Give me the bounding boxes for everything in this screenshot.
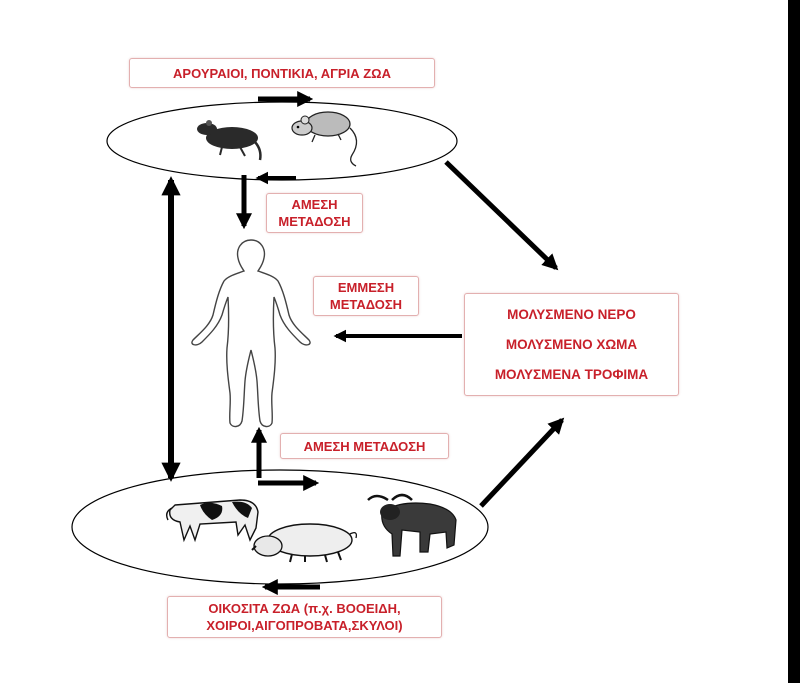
cow-icon — [165, 499, 259, 543]
direct-top-line2: ΜΕΤΑΔΟΣΗ — [278, 214, 351, 229]
direct-transmission-bottom-label: ΑΜΕΣΗ ΜΕΤΑΔΟΣΗ — [280, 433, 449, 459]
wild-to-environment-arrow — [444, 160, 559, 271]
direct-top-line1: ΑΜΕΣΗ — [291, 197, 338, 212]
wild-animals-label: ΑΡΟΥΡΑΙΟΙ, ΠΟΝΤΙΚΙΑ, ΑΓΡΙΑ ΖΩΑ — [129, 58, 435, 88]
indirect-line1: ΕΜΜΕΣΗ — [337, 280, 395, 295]
domestic-animals-label: ΟΙΚΟΣΙΤΑ ΖΩΑ (π.χ. ΒΟΟΕΙΔΗ, ΧΟΙΡΟΙ,ΑΙΓΟΠ… — [167, 596, 442, 638]
contaminated-environment-label: ΜΟΛΥΣΜΕΝΟ ΝΕΡΟ ΜΟΛΥΣΜΕΝΟ ΧΩΜΑ ΜΟΛΥΣΜΕΝΑ … — [464, 293, 679, 396]
wild-animals-ellipse — [106, 101, 458, 181]
mouse-icon — [291, 111, 358, 167]
buffalo-icon — [367, 493, 457, 557]
domestic-line2: ΧΟΙΡΟΙ,ΑΙΓΟΠΡΟΒΑΤΑ,ΣΚΥΛΟΙ) — [206, 618, 403, 633]
pig-icon — [251, 523, 358, 563]
indirect-line2: ΜΕΤΑΔΟΣΗ — [329, 297, 403, 312]
domestic-animals-ellipse — [71, 469, 489, 585]
right-edge-strip — [788, 0, 800, 683]
contaminated-food: ΜΟΛΥΣΜΕΝΑ ΤΡΟΦΙΜΑ — [494, 366, 649, 382]
domestic-line1: ΟΙΚΟΣΙΤΑ ΖΩΑ (π.χ. ΒΟΟΕΙΔΗ, — [208, 601, 401, 616]
direct-bottom-text: ΑΜΕΣΗ ΜΕΤΑΔΟΣΗ — [303, 438, 426, 454]
direct-transmission-top-label: ΑΜΕΣΗ ΜΕΤΑΔΟΣΗ — [266, 193, 363, 233]
indirect-transmission-label: ΕΜΜΕΣΗ ΜΕΤΑΔΟΣΗ — [313, 276, 419, 316]
human-figure-icon — [191, 239, 311, 428]
contaminated-water: ΜΟΛΥΣΜΕΝΟ ΝΕΡΟ — [507, 307, 636, 323]
wild-animals-text: ΑΡΟΥΡΑΙΟΙ, ΠΟΝΤΙΚΙΑ, ΑΓΡΙΑ ΖΩΑ — [173, 65, 391, 81]
rat-icon — [197, 120, 262, 161]
domestic-to-environment-arrow — [479, 417, 565, 508]
contaminated-soil: ΜΟΛΥΣΜΕΝΟ ΧΩΜΑ — [505, 336, 638, 352]
